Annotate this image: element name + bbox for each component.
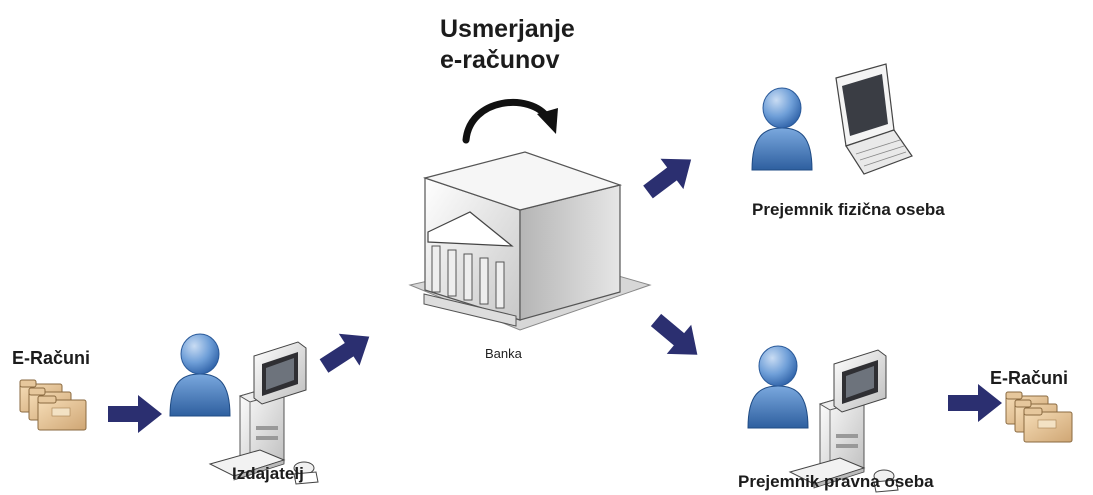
invoices-in-folder-icon <box>19 379 87 431</box>
invoices-out-folder-icon <box>1005 391 1073 443</box>
recipient-person-icon <box>751 87 813 171</box>
rotate-arrow-icon <box>462 98 558 144</box>
diagram-title-line-2: e-računov <box>440 46 560 74</box>
issuer-label: Izdajatelj <box>232 464 304 483</box>
arrow-company-to-invoices <box>948 384 1002 422</box>
arrow-invoices-to-issuer <box>108 395 162 433</box>
arrow-issuer-to-bank <box>313 320 380 382</box>
issuer-person-icon <box>169 333 231 417</box>
recipient-company-label: Prejemnik pravna oseba <box>738 472 934 491</box>
arrow-bank-to-person <box>636 144 703 208</box>
laptop-icon <box>835 63 913 175</box>
invoices-in-label: E-Računi <box>12 348 91 368</box>
arrow-bank-to-company <box>643 305 710 370</box>
bank-label: Banka <box>485 346 522 361</box>
invoices-out-label: E-Računi <box>990 368 1069 388</box>
diagram-title: Usmerjanje e-računov <box>440 14 575 76</box>
bank-building-icon <box>408 151 652 331</box>
recipient-person-label: Prejemnik fizična oseba <box>752 200 945 219</box>
recipient-company-person-icon <box>747 345 809 429</box>
diagram-title-line-1: Usmerjanje <box>440 15 575 43</box>
